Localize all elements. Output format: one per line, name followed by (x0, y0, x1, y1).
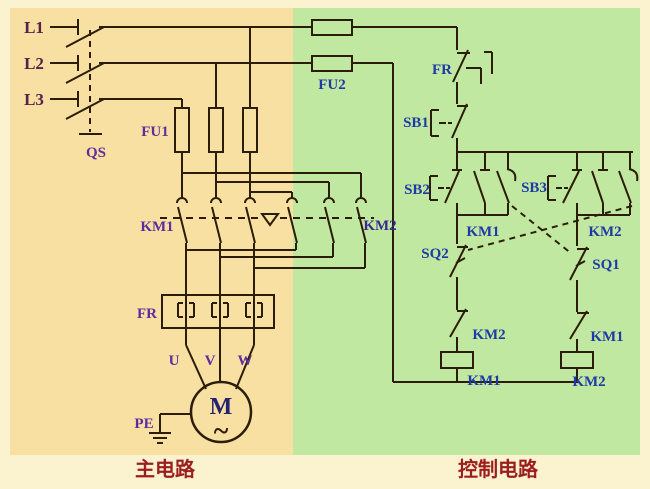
km1-main-label: KM1 (140, 219, 173, 235)
km1-aux-label: KM1 (466, 224, 499, 240)
contactor-linkage (160, 213, 374, 227)
terminal-w-label: W (238, 353, 253, 369)
km2-main-label: KM2 (363, 218, 396, 234)
km1-interlock-label: KM1 (590, 329, 623, 345)
pe-ground (149, 413, 191, 444)
pe-label: PE (134, 416, 153, 432)
sb1-label: SB1 (403, 115, 429, 131)
sq1-label: SQ1 (592, 257, 620, 273)
phase-merge-wires (185, 249, 365, 295)
fu1-fuses (174, 107, 258, 198)
motor-letter: M (210, 394, 233, 420)
sq2-label: SQ2 (421, 246, 449, 262)
fr-nc-contact (452, 49, 493, 104)
km1-start-group (429, 152, 517, 216)
km1-main-contacts (176, 197, 256, 268)
fr-thermal-relay (161, 294, 275, 329)
km2-start-group (547, 152, 639, 216)
sb1-stop-button (430, 103, 468, 152)
main-circuit-caption: 主电路 (135, 457, 196, 481)
phase-l2-label: L2 (24, 54, 44, 73)
phase-l1-label: L1 (24, 18, 44, 37)
sb2-label: SB2 (404, 182, 430, 198)
km1-coil-label: KM1 (467, 373, 500, 389)
qs-label: QS (86, 145, 106, 161)
km2-interlock-label: KM2 (472, 327, 505, 343)
cross-linkage-dashes (467, 205, 633, 255)
qs-disconnect-switch (50, 19, 312, 135)
fr-main-label: FR (137, 306, 157, 322)
km2-main-contacts (286, 197, 367, 268)
fu2-fuses (311, 19, 458, 382)
fu1-label: FU1 (141, 124, 169, 140)
phase-l3-label: L3 (24, 90, 44, 109)
km2-aux-label: KM2 (588, 224, 621, 240)
control-circuit-background (293, 8, 640, 455)
terminal-v-label: V (205, 353, 216, 369)
control-circuit-caption: 控制电路 (458, 457, 539, 481)
ac-wave-symbol: ~ (214, 416, 229, 447)
terminal-u-label: U (169, 353, 180, 369)
sb3-label: SB3 (521, 180, 547, 196)
fr-control-label: FR (432, 62, 452, 78)
km2-feed-wires (182, 172, 362, 198)
fu2-label: FU2 (318, 77, 346, 93)
phase-drop-wires (181, 27, 251, 108)
motor-symbol (189, 380, 253, 444)
main-circuit-background (10, 8, 293, 455)
km1-branch-series (440, 215, 474, 382)
motor-wires (185, 328, 255, 390)
km2-branch-series (560, 215, 594, 382)
km2-coil-label: KM2 (572, 374, 605, 390)
